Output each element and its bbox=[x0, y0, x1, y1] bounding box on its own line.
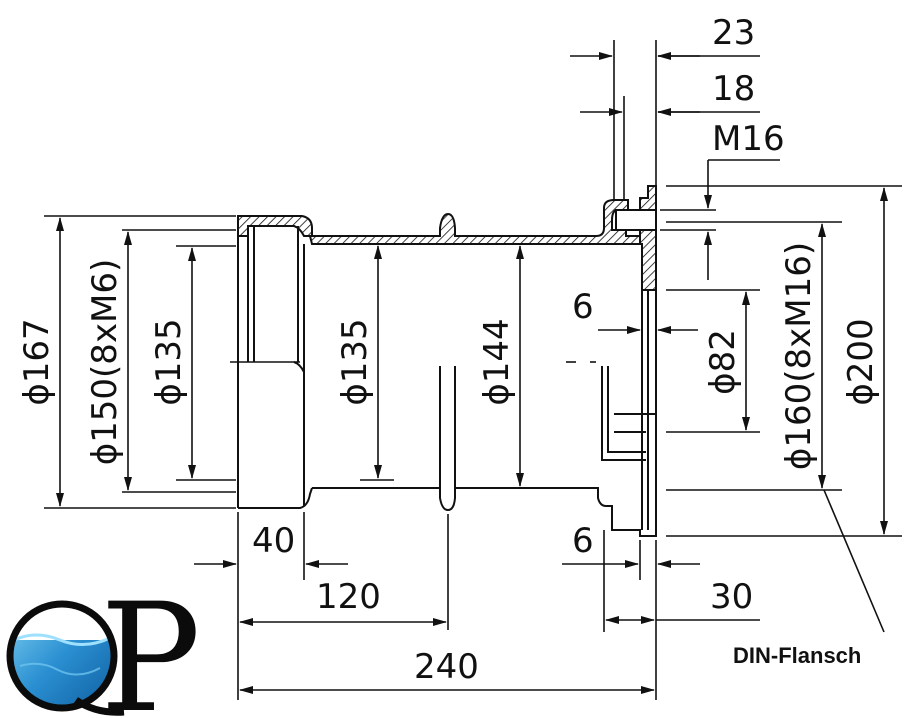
left-socket-wall bbox=[237, 215, 313, 237]
extension-lines bbox=[44, 40, 902, 700]
dim-d167: ϕ167 bbox=[17, 318, 57, 405]
dim-w23: 23 bbox=[712, 13, 755, 53]
dim-d144: ϕ144 bbox=[477, 318, 517, 405]
dim-d135-left: ϕ135 bbox=[149, 318, 189, 405]
dim-d160: ϕ160(8xM16) bbox=[779, 242, 819, 470]
qp-logo: P bbox=[6, 572, 201, 718]
dimension-lines bbox=[56, 52, 888, 694]
flange-plate bbox=[639, 185, 657, 291]
dim-d200: ϕ200 bbox=[841, 318, 881, 405]
housing-body bbox=[237, 185, 657, 537]
dim-w6-bottom: 6 bbox=[572, 521, 594, 561]
dim-w240: 240 bbox=[414, 647, 479, 687]
tube-wall-top bbox=[308, 199, 645, 245]
dimension-labels: ϕ167 ϕ150(8xM6) ϕ135 ϕ135 ϕ144 ϕ82 ϕ160(… bbox=[17, 13, 881, 687]
dim-w6-top: 6 bbox=[572, 287, 594, 327]
dim-w40: 40 bbox=[252, 521, 295, 561]
dim-d135-mid: ϕ135 bbox=[335, 318, 375, 405]
dim-d150: ϕ150(8xM6) bbox=[85, 259, 125, 466]
bolt-hole bbox=[615, 209, 657, 231]
dim-d82: ϕ82 bbox=[703, 329, 743, 395]
din-flange-label: DIN-Flansch bbox=[733, 643, 861, 668]
logo-letter-p: P bbox=[100, 572, 201, 718]
dim-w30: 30 bbox=[710, 577, 753, 617]
dim-m16: M16 bbox=[712, 119, 785, 159]
dim-w18: 18 bbox=[712, 69, 755, 109]
dim-w120: 120 bbox=[316, 577, 381, 617]
